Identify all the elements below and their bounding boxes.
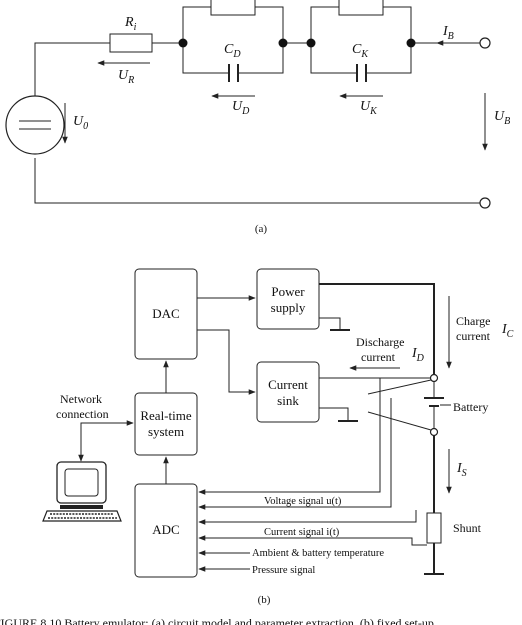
- node-2: [278, 38, 288, 48]
- terminal-bottom: [479, 197, 491, 209]
- switch-node-top: [429, 373, 439, 383]
- circuit-model-a: Ri UR CD UD CK UK IB UB: [5, 0, 510, 235]
- resistor-ri: [109, 33, 153, 53]
- label-is: IS: [456, 461, 467, 479]
- setup-diagram-b: DAC Power supply Current sink Real-time …: [42, 268, 514, 606]
- label-cd: CD: [224, 42, 241, 60]
- resistor-rd: [210, 0, 256, 16]
- label-ud: UD: [232, 99, 250, 117]
- label-ic: IC: [501, 322, 514, 340]
- node-1: [178, 38, 188, 48]
- block-adc-label: ADC: [152, 522, 179, 537]
- arrow-network: [78, 420, 134, 462]
- block-current-sink: [256, 361, 320, 423]
- label-id: ID: [411, 346, 425, 364]
- line-voltage-signal-2: [198, 398, 392, 510]
- terminal-top: [479, 37, 491, 49]
- wire-charge: [319, 283, 435, 375]
- label-discharge-2: current: [361, 350, 396, 364]
- resistor-rk: [338, 0, 384, 16]
- line-current-signal: [198, 510, 417, 525]
- block-dac-label: DAC: [152, 306, 179, 321]
- block-power-supply-label-2: supply: [271, 300, 306, 315]
- caption-a: (a): [255, 223, 268, 235]
- switch-node-bottom: [429, 427, 439, 437]
- block-current-sink-label-2: sink: [277, 393, 299, 408]
- block-dac: [134, 268, 198, 360]
- line-voltage-signal: [198, 378, 381, 495]
- rc-block-d: [182, 6, 284, 74]
- wire-bottom: [34, 158, 483, 204]
- label-shunt: Shunt: [453, 521, 482, 535]
- caption-b: (b): [258, 594, 271, 606]
- label-charge-2: current: [456, 329, 491, 343]
- line-current-signal-2: [198, 535, 427, 546]
- label-battery: Battery: [453, 400, 488, 414]
- label-ri: Ri: [124, 15, 137, 33]
- label-network-2: connection: [56, 407, 109, 421]
- node-3: [306, 38, 316, 48]
- label-ur: UR: [118, 68, 134, 86]
- voltage-source-u0: [5, 95, 65, 155]
- block-realtime-label-1: Real-time: [140, 408, 191, 423]
- label-temperature: Ambient & battery temperature: [252, 548, 384, 559]
- label-u0: U0: [73, 114, 88, 132]
- wire-to-sink-junction: [367, 411, 432, 431]
- label-ck: CK: [352, 42, 369, 60]
- label-pressure: Pressure signal: [252, 565, 315, 576]
- computer-icon: [42, 461, 122, 522]
- figure-caption: FIGURE 8.10 Battery emulator: (a) circui…: [0, 616, 434, 625]
- label-network-1: Network: [60, 392, 102, 406]
- sink-ground: [319, 407, 349, 421]
- switch-blade: [367, 379, 432, 395]
- label-discharge-1: Discharge: [356, 335, 404, 349]
- power-ground: [319, 317, 341, 330]
- block-realtime-label-2: system: [148, 424, 184, 439]
- label-voltage-signal: Voltage signal u(t): [264, 496, 342, 507]
- label-current-signal: Current signal i(t): [264, 527, 340, 538]
- label-uk: UK: [360, 99, 378, 117]
- block-current-sink-label-1: Current: [268, 377, 308, 392]
- resistor-shunt: [426, 512, 442, 544]
- label-charge-1: Charge: [456, 314, 490, 328]
- block-power-supply: [256, 268, 320, 330]
- arrow-dac-sink: [197, 329, 256, 395]
- rc-block-k: [310, 6, 412, 74]
- block-power-supply-label-1: Power: [271, 284, 305, 299]
- node-4: [406, 38, 416, 48]
- label-ub: UB: [494, 109, 510, 127]
- label-ib: IB: [442, 24, 454, 42]
